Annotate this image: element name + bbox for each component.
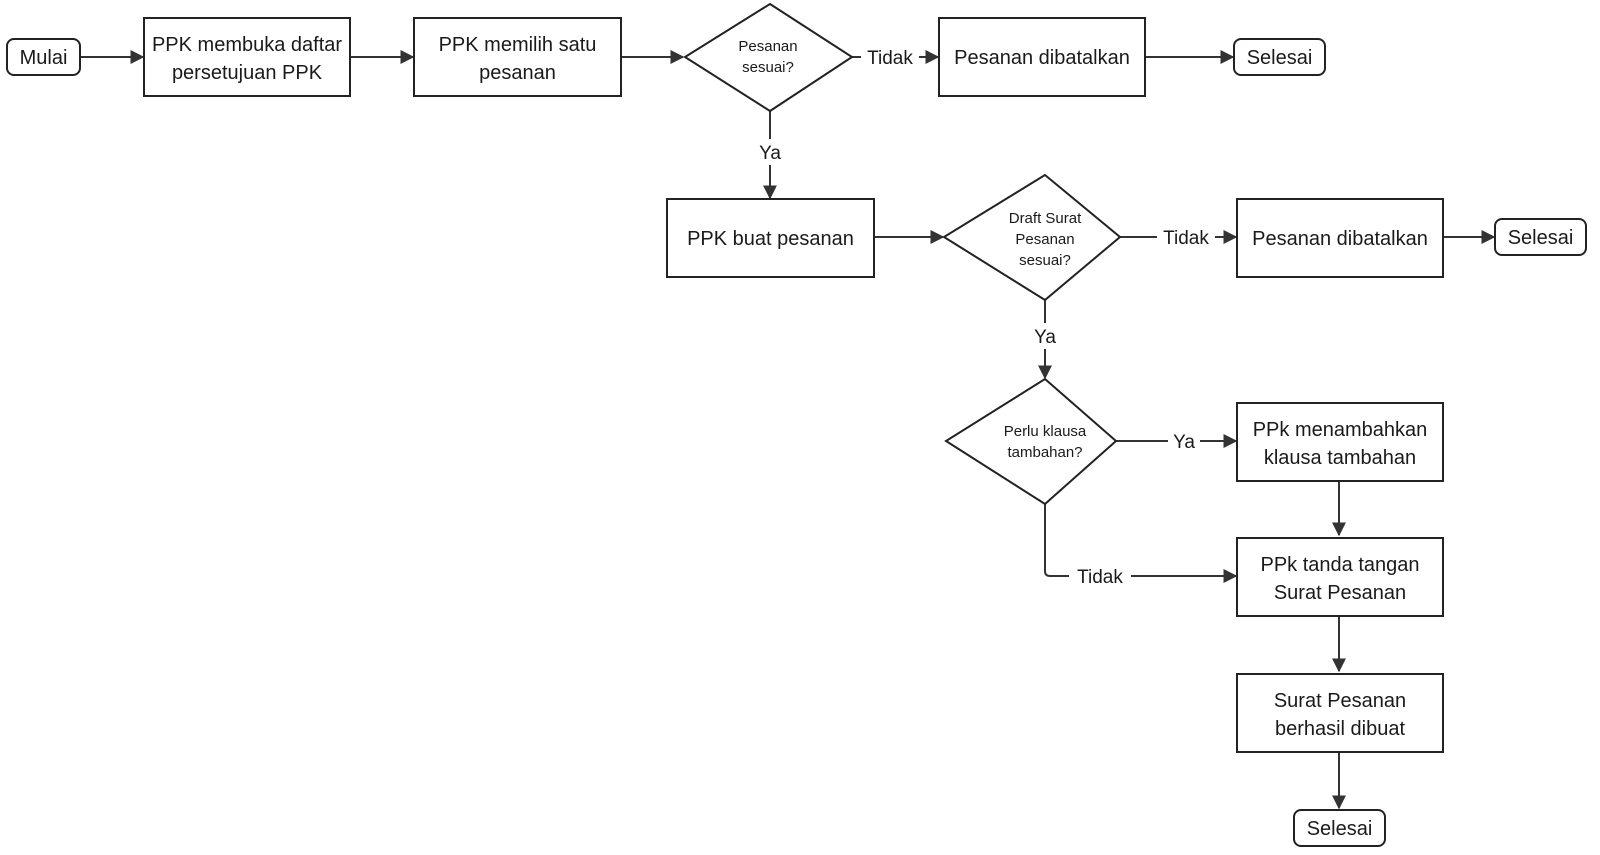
edge-label-clause-no: Tidak xyxy=(1077,567,1123,588)
node-cancel-1: Pesanan dibatalkan xyxy=(938,17,1146,97)
node-end-3-label: Selesai xyxy=(1307,818,1373,840)
node-success: Surat Pesanan berhasil dibuat xyxy=(1236,673,1444,753)
decision-order-ok-line2: sesuai? xyxy=(742,59,794,76)
node-success-line2: berhasil dibuat xyxy=(1275,718,1406,740)
node-start-label: Mulai xyxy=(20,47,68,69)
node-end-1: Selesai xyxy=(1233,38,1326,76)
node-add-clause-line2: klausa tambahan xyxy=(1264,447,1416,469)
edge-label-order-yes: Ya xyxy=(759,143,781,164)
decision-order-ok: Pesanan sesuai? xyxy=(683,2,854,113)
node-start: Mulai xyxy=(6,38,81,76)
decision-need-clause-line2: tambahan? xyxy=(1007,444,1082,461)
node-create-order-label: PPK buat pesanan xyxy=(687,228,854,250)
decision-order-ok-line1: Pesanan xyxy=(738,38,797,55)
node-sign: PPk tanda tangan Surat Pesanan xyxy=(1236,537,1444,617)
node-choose-order-line1: PPK memilih satu xyxy=(439,34,597,56)
node-success-line1: Surat Pesanan xyxy=(1274,690,1406,712)
node-add-clause-line1: PPk menambahkan xyxy=(1253,419,1428,441)
edge-label-clause-yes: Ya xyxy=(1173,432,1195,453)
node-sign-line2: Surat Pesanan xyxy=(1274,582,1406,604)
node-choose-order: PPK memilih satu pesanan xyxy=(413,17,622,97)
decision-draft-ok: Draft Surat Pesanan sesuai? xyxy=(942,173,1122,302)
node-choose-order-line2: pesanan xyxy=(479,62,556,84)
node-open-list-line1: PPK membuka daftar xyxy=(152,34,342,56)
edge-labels: Tidak Ya Tidak Ya Ya Tidak xyxy=(754,44,1215,589)
node-add-clause: PPk menambahkan klausa tambahan xyxy=(1236,402,1444,482)
node-cancel-1-label: Pesanan dibatalkan xyxy=(954,47,1130,69)
decision-draft-ok-line3: sesuai? xyxy=(1019,252,1071,269)
node-cancel-2: Pesanan dibatalkan xyxy=(1236,198,1444,278)
edge-label-draft-no: Tidak xyxy=(1163,228,1209,249)
node-end-2-label: Selesai xyxy=(1508,227,1574,249)
node-open-list: PPK membuka daftar persetujuan PPK xyxy=(143,17,351,97)
node-end-3: Selesai xyxy=(1293,809,1386,847)
decision-draft-ok-line1: Draft Surat xyxy=(1009,210,1082,227)
edge-label-order-no: Tidak xyxy=(867,48,913,69)
edge-clause-no-to-sign xyxy=(1044,503,1238,583)
node-create-order: PPK buat pesanan xyxy=(666,198,875,278)
node-cancel-2-label: Pesanan dibatalkan xyxy=(1252,228,1428,250)
edge-label-draft-yes: Ya xyxy=(1034,327,1056,348)
node-end-1-label: Selesai xyxy=(1247,47,1313,69)
decision-draft-ok-line2: Pesanan xyxy=(1015,231,1074,248)
node-sign-line1: PPk tanda tangan xyxy=(1260,554,1419,576)
node-end-2: Selesai xyxy=(1494,218,1587,256)
decision-need-clause: Perlu klausa tambahan? xyxy=(944,377,1118,506)
decision-need-clause-line1: Perlu klausa xyxy=(1004,423,1087,440)
node-open-list-line2: persetujuan PPK xyxy=(172,62,323,84)
